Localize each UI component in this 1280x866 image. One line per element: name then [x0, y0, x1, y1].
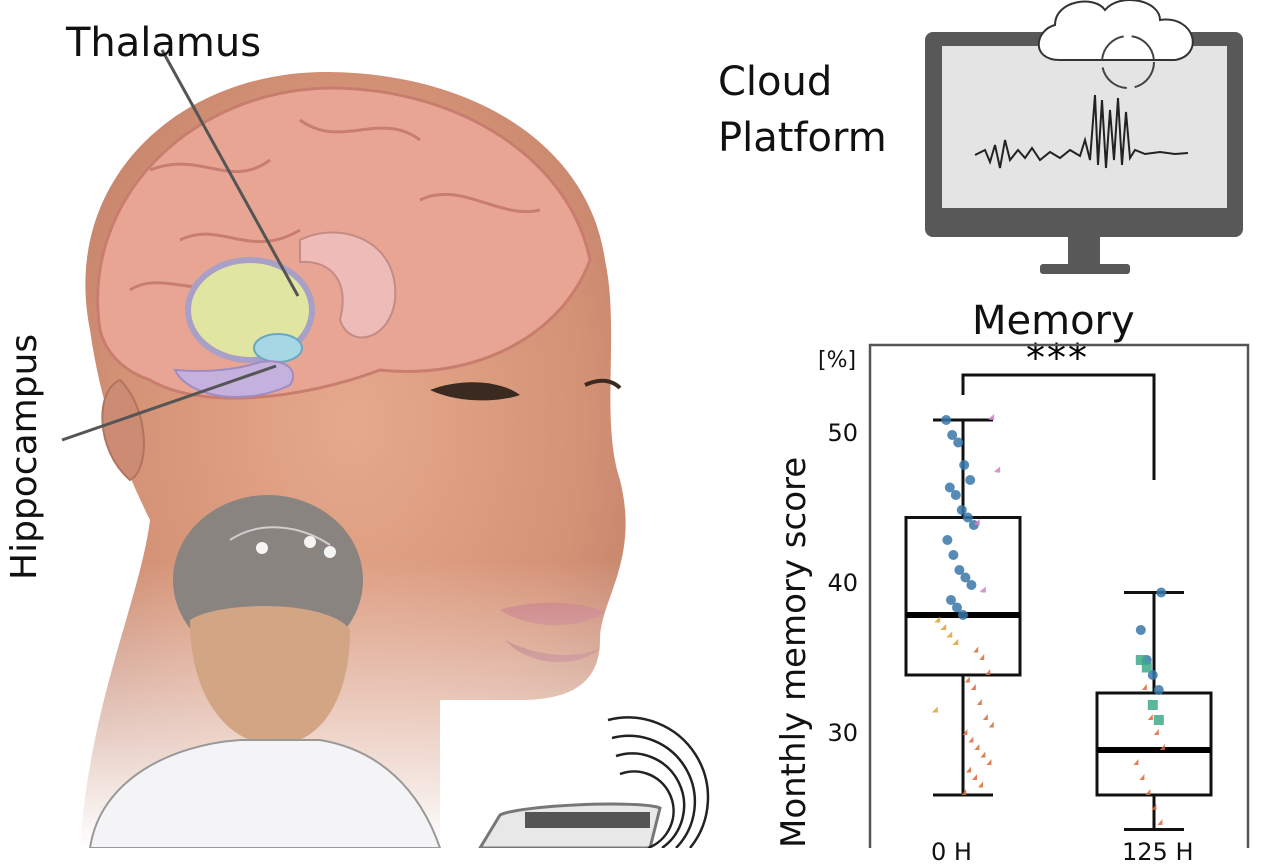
data-point — [1153, 729, 1159, 736]
significance-marker: *** — [1026, 336, 1089, 380]
data-point — [1135, 625, 1146, 635]
data-point — [942, 535, 953, 545]
memory-boxplot — [868, 343, 1250, 848]
data-point — [968, 736, 974, 743]
x-tick-label: 0 H — [931, 838, 972, 866]
cloud-label-line1: Cloud — [718, 59, 833, 105]
neural-signal-trace — [974, 94, 1189, 169]
data-point — [946, 631, 953, 638]
data-point — [931, 706, 938, 713]
data-point — [973, 519, 980, 526]
data-point — [956, 505, 967, 515]
sync-icon — [1101, 35, 1155, 89]
hippocampus-electrode — [61, 364, 277, 442]
plot-frame — [868, 343, 1250, 848]
data-point — [948, 550, 959, 560]
data-point — [986, 759, 992, 766]
data-point — [980, 751, 986, 758]
data-point — [1153, 715, 1164, 725]
data-point — [973, 646, 979, 653]
data-point — [959, 460, 970, 470]
data-point — [1159, 744, 1165, 751]
data-point — [954, 565, 965, 575]
data-point — [972, 774, 978, 781]
data-point — [988, 414, 995, 421]
data-point — [1145, 789, 1151, 796]
data-point — [1147, 700, 1158, 710]
data-point — [952, 602, 962, 613]
cloud-icon — [1037, 0, 1194, 61]
figure: Thalamus Hippocampus Cloud Platform Memo… — [4, 0, 1250, 866]
iqr-box — [1095, 691, 1213, 797]
data-point — [976, 699, 982, 706]
data-point — [974, 744, 980, 751]
data-point — [961, 789, 967, 796]
data-point — [979, 586, 986, 593]
data-point — [966, 580, 977, 590]
data-point — [1141, 684, 1147, 691]
data-point — [953, 437, 964, 448]
box-group-2 — [1095, 591, 1213, 831]
data-point — [1153, 685, 1164, 695]
data-point — [946, 595, 956, 605]
data-point — [952, 639, 959, 646]
significance-bracket — [961, 373, 1156, 480]
data-point — [934, 616, 941, 623]
data-point — [1135, 655, 1146, 665]
data-point — [985, 669, 991, 676]
data-point — [1139, 774, 1145, 781]
data-point — [1156, 587, 1167, 598]
y-unit-label: [%] — [818, 348, 857, 373]
data-point — [947, 430, 958, 440]
patient-face — [190, 606, 350, 745]
data-point — [962, 729, 968, 736]
data-point — [1147, 714, 1153, 721]
chart-title: Memory — [972, 298, 1135, 344]
monitor-illustration — [925, 0, 1243, 274]
data-point — [960, 572, 971, 583]
data-point — [950, 490, 961, 500]
data-point — [994, 466, 1001, 473]
data-point — [964, 676, 970, 683]
monitor-screen — [942, 46, 1227, 208]
brain-illustration — [60, 49, 710, 848]
data-point — [1157, 819, 1163, 826]
data-point — [979, 654, 985, 661]
thalamus-label: Thalamus — [66, 20, 262, 66]
wireless-signal-icon — [607, 716, 710, 848]
data-point — [988, 721, 994, 728]
data-point — [1151, 804, 1157, 811]
data-point — [962, 512, 973, 523]
cloud-label-line2: Platform — [718, 115, 887, 161]
cloud-platform-label: Cloud Platform — [718, 54, 887, 166]
data-point — [1141, 662, 1152, 673]
data-point — [970, 684, 976, 691]
patient-shirt — [88, 739, 442, 848]
monitor-stand — [1040, 264, 1130, 274]
data-point — [944, 482, 955, 493]
data-point — [965, 475, 976, 485]
x-tick-label: 125 H — [1122, 838, 1194, 866]
data-point — [982, 714, 988, 721]
data-point — [978, 781, 984, 788]
data-point — [958, 610, 968, 620]
y-tick-label: 40 — [827, 569, 858, 597]
y-tick-label: 50 — [827, 419, 858, 447]
data-point — [966, 766, 972, 773]
data-point — [941, 415, 952, 425]
data-point — [1133, 759, 1139, 766]
data-point — [940, 624, 947, 631]
thalamus-electrode — [160, 49, 300, 297]
y-tick-label: 30 — [827, 719, 858, 747]
box-group-1 — [904, 418, 1022, 797]
iqr-box — [904, 516, 1022, 677]
